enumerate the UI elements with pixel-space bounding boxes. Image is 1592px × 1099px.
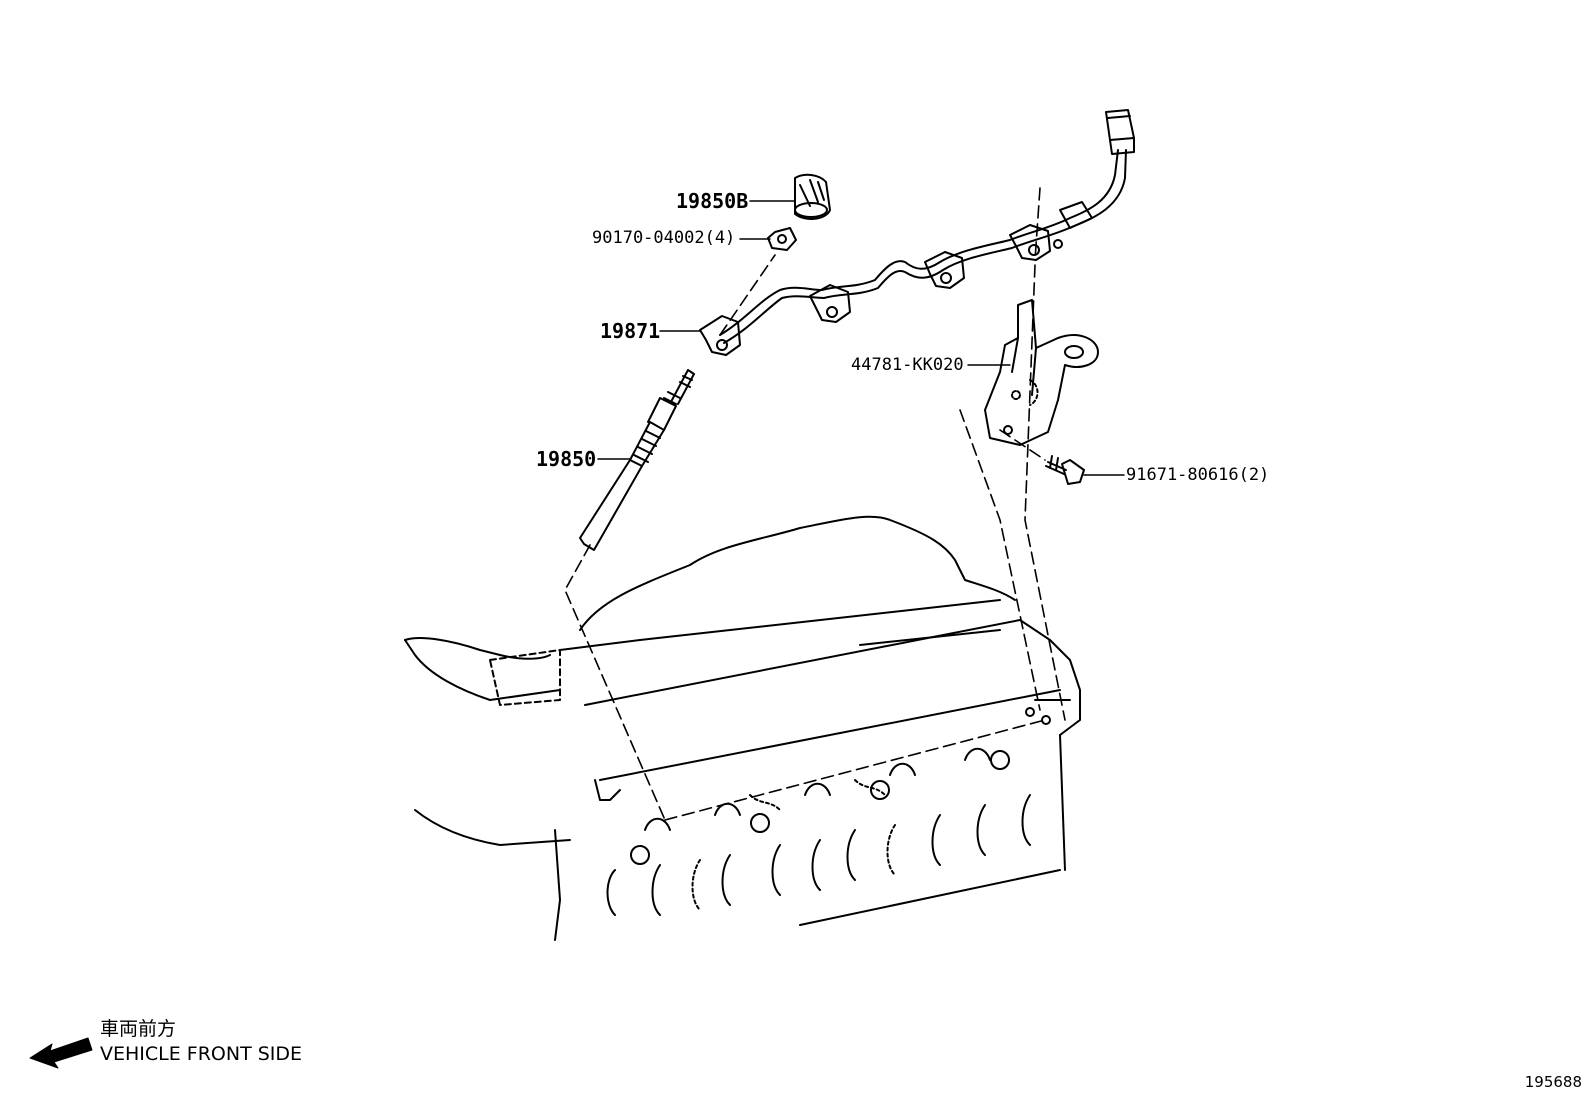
vehicle-front-arrow-icon	[29, 1037, 93, 1069]
assembly-guide-lines	[564, 187, 1066, 821]
glow-plug-cover	[794, 173, 831, 220]
part-label-91671-80616[interactable]: 91671-80616(2)	[1126, 465, 1270, 485]
part-label-19850B[interactable]: 19850B	[676, 189, 749, 213]
part-label-44781-KK020[interactable]: 44781-KK020	[851, 355, 964, 375]
nut	[767, 227, 797, 251]
bolt	[1045, 455, 1085, 485]
bracket	[984, 299, 1099, 446]
vehicle-front-label-en: VEHICLE FRONT SIDE	[100, 1043, 303, 1065]
part-label-19871[interactable]: 19871	[600, 319, 661, 343]
vehicle-front-label-jp: 車両前方	[100, 1018, 177, 1040]
part-label-19850[interactable]: 19850	[536, 447, 597, 471]
glow-plug-wire-harness	[699, 109, 1135, 356]
leader-lines	[597, 200, 1125, 476]
diagram-reference-number: 195688	[1524, 1073, 1582, 1091]
part-label-90170-04002[interactable]: 90170-04002(4)	[592, 228, 736, 248]
glow-plug	[579, 369, 695, 551]
engine-block	[404, 515, 1081, 941]
